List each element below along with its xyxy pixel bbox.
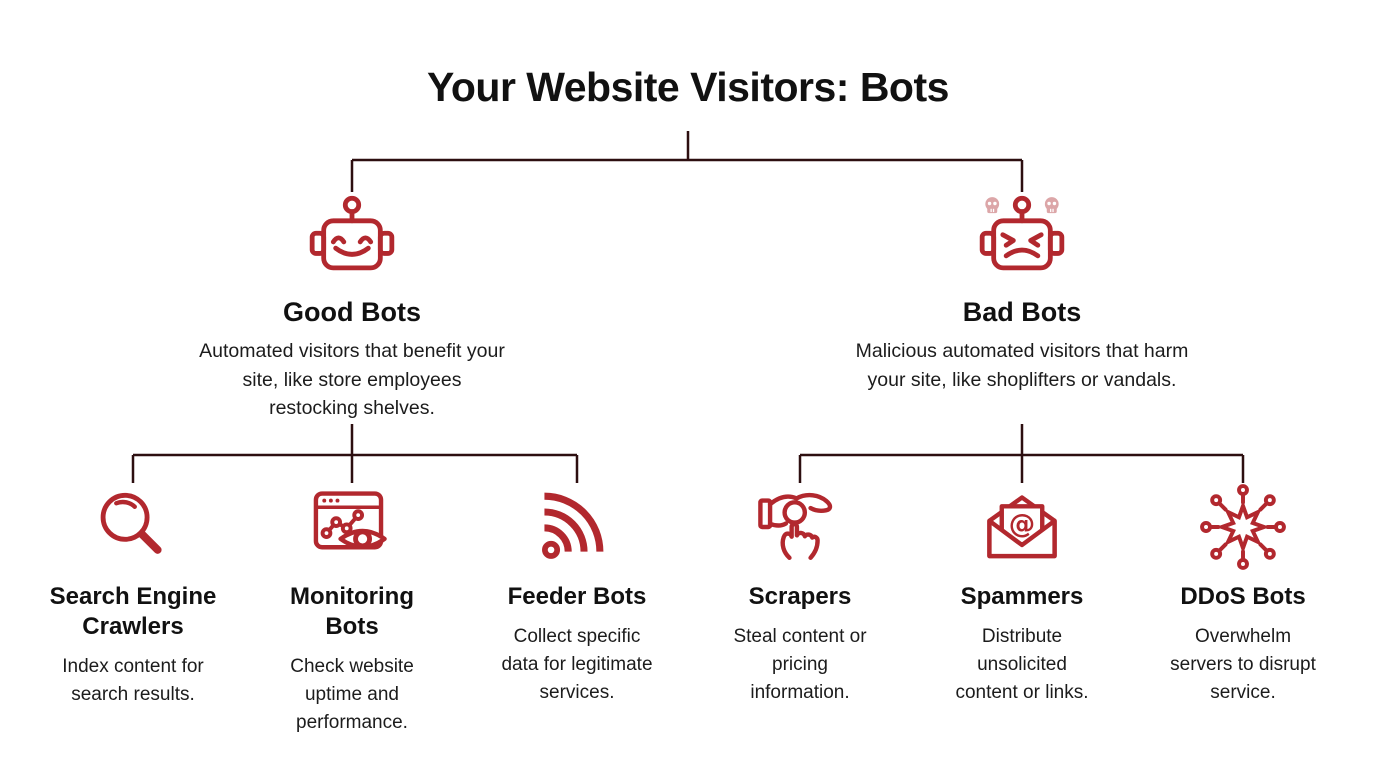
leaf-spammers: @ Spammers Distribute unsolicited conten… xyxy=(902,483,1142,707)
leaf-ddos-bots: DDoS Bots Overwhelm servers to disrupt s… xyxy=(1123,483,1363,707)
leaf-description: Overwhelm servers to disrupt service. xyxy=(1170,626,1316,703)
magnifier-icon xyxy=(100,492,162,554)
leaf-description: Collect specific data for legitimate ser… xyxy=(501,626,653,703)
leaf-title: DDoS Bots xyxy=(1180,583,1306,610)
leaf-description: Steal content or pricing information. xyxy=(733,626,867,703)
branch-bad-bots: Bad Bots Malicious automated visitors th… xyxy=(792,192,1252,394)
connector-good-branch xyxy=(131,424,579,483)
good-bots-description: Automated visitors that benefit your sit… xyxy=(199,340,505,419)
leaf-monitoring-bots: Monitoring Bots Check website uptime and… xyxy=(232,483,472,737)
skull-left-icon xyxy=(985,197,1000,214)
branch-good-bots: Good Bots Automated visitors that benefi… xyxy=(122,192,582,423)
hand-press-icon xyxy=(758,492,833,560)
leaf-title: Scrapers xyxy=(748,583,852,610)
leaf-description: Index content for search results. xyxy=(62,656,204,705)
happy-robot-icon xyxy=(309,195,395,271)
bad-bots-description: Malicious automated visitors that harm y… xyxy=(855,340,1189,391)
good-bots-heading: Good Bots xyxy=(283,297,421,327)
connector-bad-branch xyxy=(798,424,1245,483)
bad-bots-heading: Bad Bots xyxy=(962,297,1082,327)
leaf-title: Monitoring Bots xyxy=(290,583,414,640)
leaf-description: Distribute unsolicited content or links. xyxy=(955,626,1089,703)
leaf-title: Search Engine Crawlers xyxy=(49,583,217,640)
leaf-search-engine-crawlers: Search Engine Crawlers Index content for… xyxy=(13,483,253,709)
spam-email-icon: @ xyxy=(987,495,1057,559)
leaf-scrapers: Scrapers Steal content or pricing inform… xyxy=(680,483,920,707)
leaf-feeder-bots: Feeder Bots Collect specific data for le… xyxy=(457,483,697,707)
browser-eye-icon xyxy=(313,491,387,550)
angry-robot-icon xyxy=(979,195,1065,271)
connector-root xyxy=(350,131,1024,192)
svg-text:@: @ xyxy=(1009,509,1035,540)
network-burst-icon xyxy=(1200,484,1286,570)
leaf-description: Check website uptime and performance. xyxy=(290,656,414,733)
page-title: Your Website Visitors: Bots xyxy=(427,64,949,110)
leaf-title: Spammers xyxy=(960,583,1084,610)
skull-right-icon xyxy=(1044,197,1059,214)
leaf-title: Feeder Bots xyxy=(507,583,647,610)
rss-feed-icon xyxy=(542,492,604,559)
